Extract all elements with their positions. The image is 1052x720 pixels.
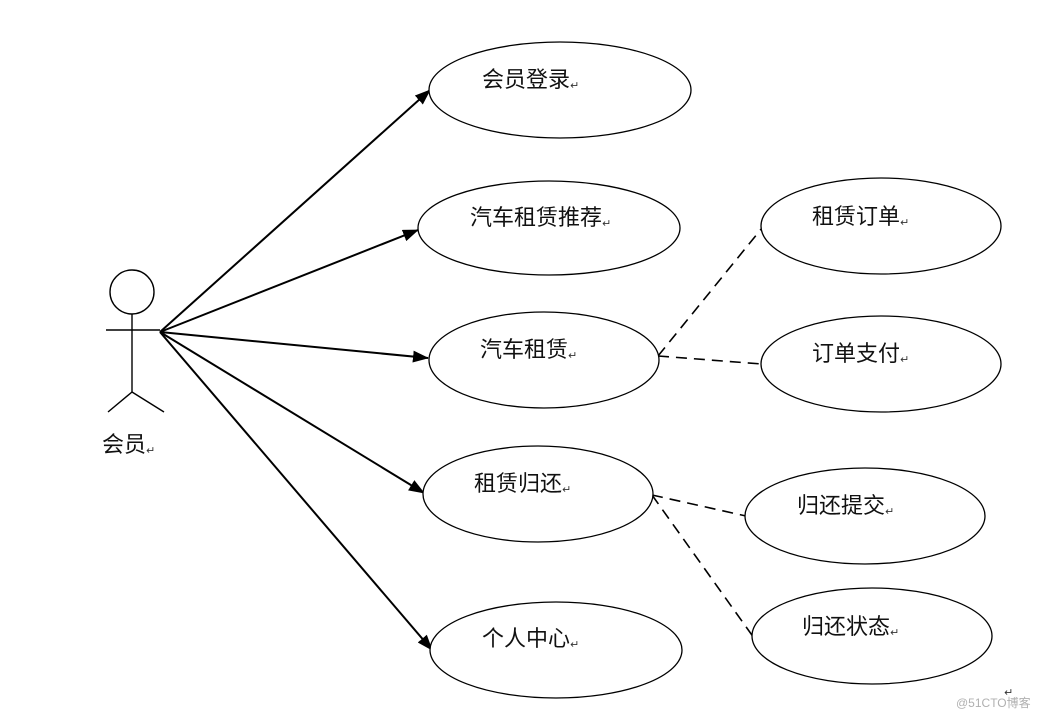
- use-case-label: 订单支付↵: [812, 342, 909, 367]
- use-case-personal-center: 个人中心↵: [429, 601, 683, 699]
- use-case-member-login: 会员登录↵: [428, 41, 692, 139]
- stick-figure-icon: [106, 269, 165, 413]
- use-case-label: 租赁订单↵: [812, 205, 909, 230]
- dependency-return-status: [651, 494, 755, 639]
- association-car-rental-recommend: [159, 229, 419, 333]
- use-case-label: 汽车租赁↵: [480, 338, 577, 363]
- use-case-label: 会员登录↵: [482, 68, 579, 93]
- dependency-return-submit: [651, 494, 747, 517]
- dependencies: [651, 227, 763, 639]
- actor: 会员↵: [102, 269, 165, 458]
- paragraph-mark: ↵: [1004, 686, 1013, 699]
- associations: [159, 89, 433, 651]
- use-case-car-rental-recommend: 汽车租赁推荐↵: [417, 180, 681, 276]
- use-case-rental-return: 租赁归还↵: [422, 445, 654, 543]
- use-case-return-status: 归还状态↵: [751, 587, 993, 685]
- use-case-label: 归还状态↵: [802, 615, 899, 640]
- use-case-label: 个人中心↵: [482, 627, 579, 652]
- association-personal-center: [159, 331, 433, 651]
- association-rental-return: [159, 331, 425, 494]
- use-case-return-submit: 归还提交↵: [744, 467, 986, 565]
- dependency-order-payment: [657, 355, 763, 365]
- dependency-rental-order: [657, 227, 763, 357]
- association-member-login: [159, 89, 431, 333]
- use-case-car-rental: 汽车租赁↵: [428, 311, 660, 409]
- actor-label: 会员↵: [102, 433, 155, 458]
- use-case-label: 汽车租赁推荐↵: [470, 206, 611, 231]
- use-case-label: 归还提交↵: [797, 494, 894, 519]
- use-case-order-payment: 订单支付↵: [760, 315, 1002, 413]
- use-case-rental-order: 租赁订单↵: [760, 177, 1002, 275]
- association-car-rental: [159, 331, 429, 363]
- use-case-label: 租赁归还↵: [474, 472, 571, 497]
- watermark: @51CTO博客: [956, 695, 1031, 710]
